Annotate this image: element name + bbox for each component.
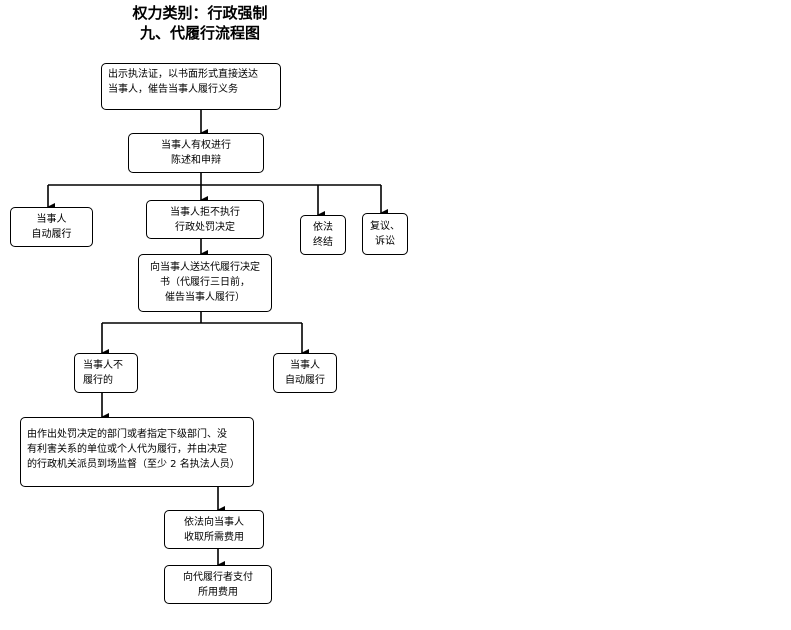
serve-decision-box: 向当事人送达代履行决定 书（代履行三日前， 催告当事人履行） xyxy=(138,254,272,312)
self-perform-box-2: 当事人 自动履行 xyxy=(273,353,337,393)
statement-defense-box: 当事人有权进行 陈述和申辩 xyxy=(128,133,264,173)
pay-agent-box: 向代履行者支付 所用费用 xyxy=(164,565,272,604)
close-case-box: 依法 终结 xyxy=(300,215,346,255)
refuse-penalty-box: 当事人拒不执行 行政处罚决定 xyxy=(146,200,264,239)
execute-by-agent-box: 由作出处罚决定的部门或者指定下级部门、没 有利害关系的单位或个人代为履行，并由决… xyxy=(20,417,254,487)
category-heading: 权力类别：行政强制 xyxy=(132,4,268,22)
collect-fee-box: 依法向当事人 收取所需费用 xyxy=(164,510,264,549)
present-certificate-box: 出示执法证，以书面形式直接送达 当事人，催告当事人履行义务 xyxy=(101,63,281,110)
page-title: 九、代履行流程图 xyxy=(139,24,260,42)
review-litigation-box: 复议、 诉讼 xyxy=(362,213,408,255)
self-perform-box-1: 当事人 自动履行 xyxy=(10,207,93,247)
not-perform-box: 当事人不 履行的 xyxy=(74,353,138,393)
